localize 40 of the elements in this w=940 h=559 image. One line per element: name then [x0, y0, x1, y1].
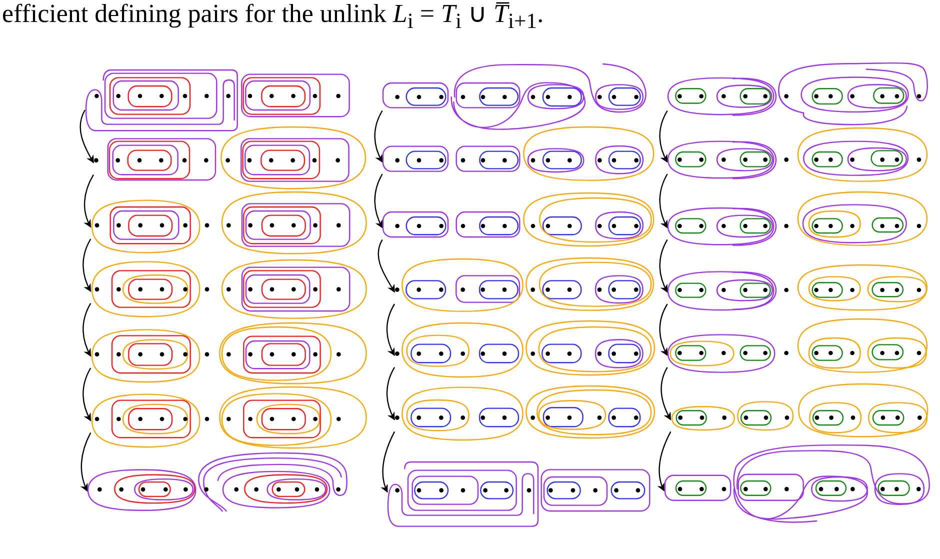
curve-diagram-drawing [90, 386, 367, 449]
curve-diagram-drawing [394, 257, 655, 313]
arrow [82, 303, 92, 357]
arrow [82, 368, 92, 422]
curve-diagram-drawing [394, 320, 656, 378]
body-text: efficient defining pairs for the unlink L$_{i}$ = T$_{i}$ ∪ T̅$_{i+1}$. [2, 0, 544, 36]
arrow [374, 110, 383, 163]
curve-diagram-drawing [382, 62, 648, 130]
arrow [374, 174, 383, 228]
arrow [80, 432, 92, 492]
curve-diagram-drawing [667, 318, 928, 374]
curve-diagram-drawing [667, 62, 929, 126]
curve-diagram-drawing [93, 126, 367, 190]
curve-diagram-drawing [394, 384, 656, 441]
curve-diagram-drawing [664, 444, 930, 523]
arrow [386, 367, 396, 420]
curve-diagram-drawing [667, 190, 928, 246]
arrow [659, 174, 668, 228]
curve-diagram-drawing [382, 126, 655, 181]
arrow [659, 110, 668, 163]
arrow [378, 239, 396, 293]
curve-diagram-drawing [90, 259, 367, 320]
arrow [82, 238, 92, 292]
arrow [80, 110, 94, 164]
curve-diagram-drawing [87, 452, 348, 512]
curve-diagram-drawing [667, 264, 928, 311]
arrow [386, 304, 396, 356]
curve-diagram-drawing [90, 322, 367, 384]
curve-diagram-drawing [667, 127, 928, 183]
arrow [660, 367, 672, 420]
curve-diagram-drawing [382, 192, 655, 247]
arrow [657, 431, 672, 492]
arrow [84, 174, 94, 228]
curve-diagram-drawing [90, 190, 367, 254]
arrow [659, 304, 668, 356]
curve-diagram-drawing [387, 460, 651, 527]
arrow [380, 431, 396, 493]
curve-diagram-drawing [670, 382, 928, 438]
arrow [659, 239, 668, 293]
curve-diagram-drawing [84, 68, 350, 132]
